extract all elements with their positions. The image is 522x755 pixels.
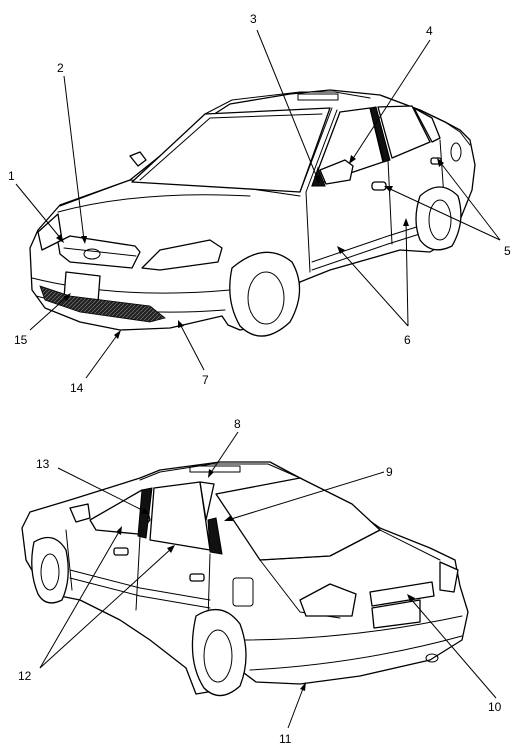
callout-14: 14 (70, 381, 84, 395)
callout-6: 6 (404, 333, 411, 347)
callout-8: 8 (234, 417, 241, 431)
callout-labels: 1 2 3 4 5 6 7 8 9 10 11 12 13 14 15 (8, 12, 511, 746)
callout-7: 7 (202, 373, 209, 387)
callout-12: 12 (18, 669, 32, 683)
callout-1: 1 (8, 169, 15, 183)
callout-leader-lines (15, 29, 501, 729)
callout-2: 2 (57, 61, 64, 75)
callout-10: 10 (488, 700, 502, 714)
callout-5: 5 (504, 244, 511, 258)
front-three-quarter-car-illustration (29, 89, 476, 337)
callout-3: 3 (250, 12, 257, 26)
callout-4: 4 (426, 24, 433, 38)
callout-11: 11 (279, 732, 292, 746)
callout-13: 13 (36, 457, 50, 471)
callout-15: 15 (14, 333, 28, 347)
rear-three-quarter-car-illustration (21, 461, 469, 697)
callout-9: 9 (386, 465, 393, 479)
